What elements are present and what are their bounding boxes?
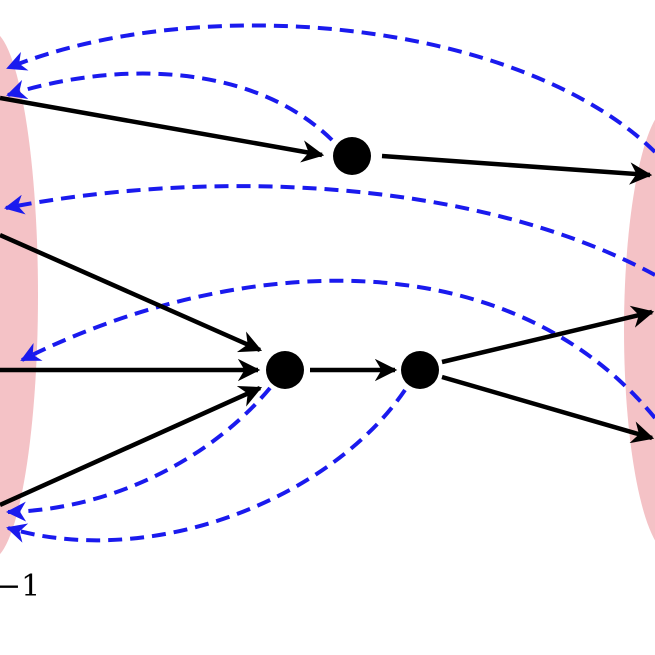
solid-edge-upper-node-to-right	[381, 153, 653, 185]
upper-node	[333, 137, 371, 175]
middle-left-node	[266, 351, 304, 389]
solid-edge-middle-right-node-to-right-lower	[441, 374, 655, 444]
solid-edge-left-lower-to-middle-left-node	[0, 385, 263, 508]
dashed-edge-middle-right-node-to-left	[6, 388, 407, 543]
dashed-edge-right-to-left-top	[6, 23, 655, 154]
solid-edge-left-upper-to-middle-left-node	[0, 232, 263, 353]
middle-right-node	[401, 351, 439, 389]
dashed-edge-right-to-left-lower	[20, 278, 655, 420]
dashed-edge-upper-node-to-left	[6, 71, 334, 142]
left-region-label: −1	[0, 569, 40, 604]
solid-edge-left-to-upper-node	[0, 95, 325, 163]
dashed-edge-right-to-left-middle	[4, 184, 655, 277]
left-region	[0, 35, 38, 555]
dashed-edge-middle-left-node-to-left	[6, 386, 272, 522]
solid-edge-middle-right-node-to-right-upper	[441, 305, 655, 365]
